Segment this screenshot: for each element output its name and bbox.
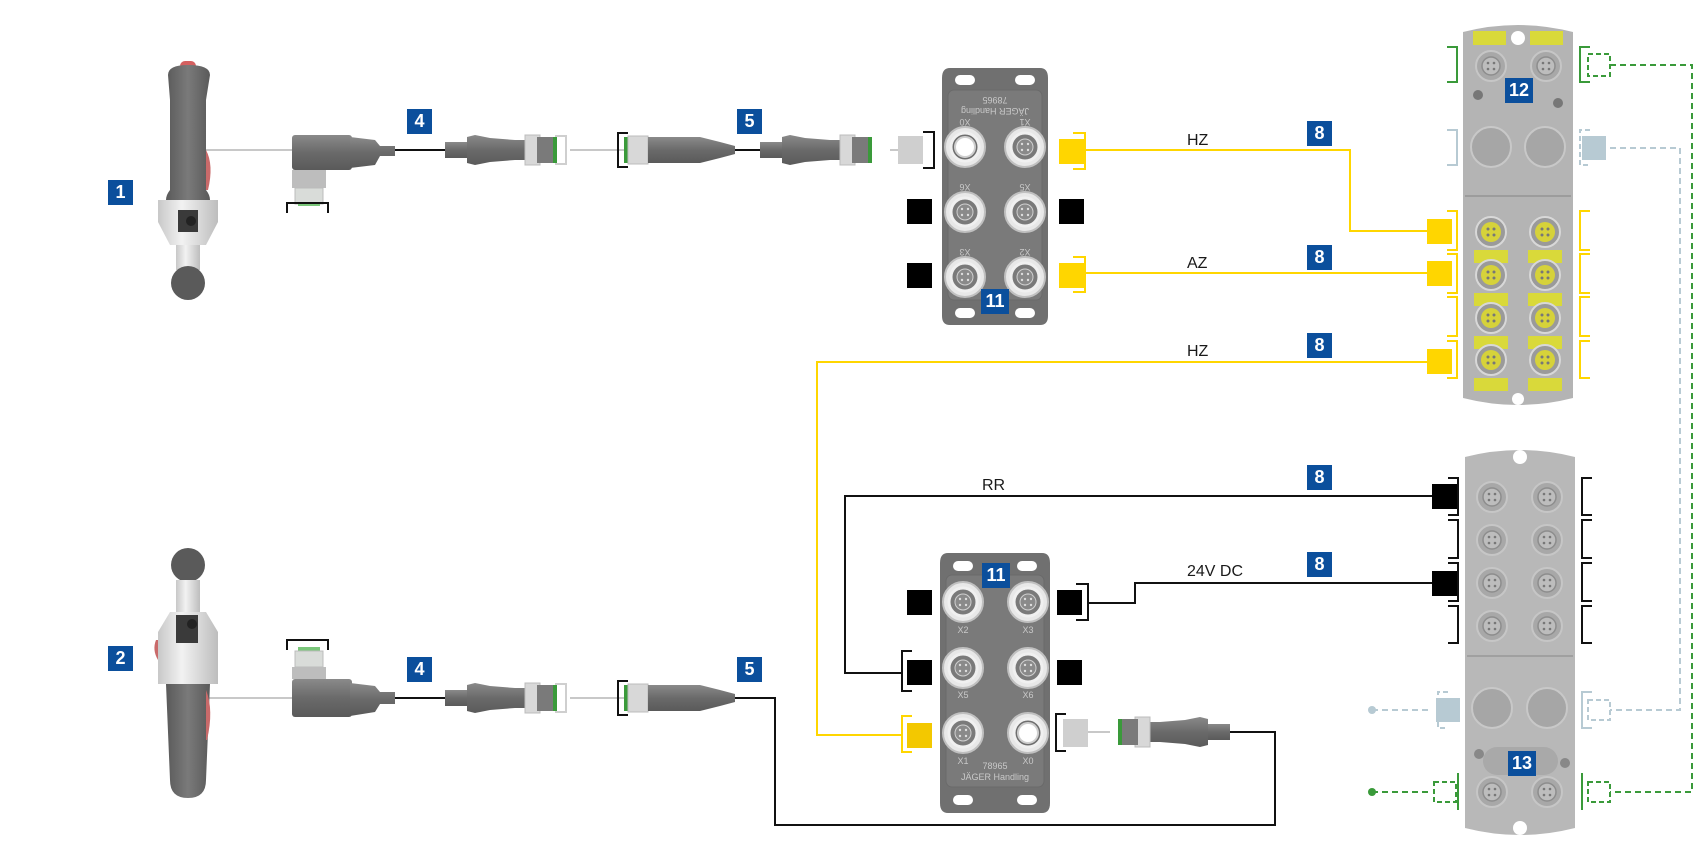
badge-cable-5-top: 5 bbox=[737, 109, 762, 134]
badge-module-13: 13 bbox=[1508, 751, 1536, 776]
badge-wire-rr: 8 bbox=[1307, 465, 1332, 490]
coupling-cable-bottom bbox=[617, 680, 735, 716]
terminal-top-x3 bbox=[907, 263, 932, 288]
port-x2 bbox=[1003, 255, 1047, 299]
wire-24v bbox=[1088, 582, 1438, 604]
wire-loop-bottom bbox=[740, 697, 1276, 826]
badge-box-11-top: 11 bbox=[981, 289, 1009, 314]
badge-cable-5-bottom: 5 bbox=[737, 657, 762, 682]
label-x0: X0 bbox=[1022, 756, 1033, 766]
wire-label-24v: 24V DC bbox=[1187, 563, 1244, 580]
yellow-wires bbox=[816, 149, 1432, 736]
label-x1: X1 bbox=[1019, 117, 1030, 127]
terminal-13-24v bbox=[1432, 571, 1457, 596]
terminal-bus-12 bbox=[1582, 136, 1606, 160]
angled-connector-top bbox=[286, 135, 395, 213]
m12-connector-top-b bbox=[759, 134, 873, 166]
terminal-top-x2 bbox=[1059, 263, 1084, 288]
m12-connector-bottom-a bbox=[444, 682, 558, 714]
m12-connector-top-a bbox=[444, 134, 558, 166]
terminal-bottom-x2 bbox=[907, 590, 932, 615]
black-wires bbox=[844, 495, 1438, 674]
label-x3: X3 bbox=[959, 247, 970, 257]
tool-1-screwdriver bbox=[158, 61, 218, 300]
port-x5 bbox=[941, 646, 985, 690]
box-top-part-no: 78965 bbox=[982, 95, 1007, 105]
module-13-brackets bbox=[1433, 477, 1611, 810]
port-x6 bbox=[943, 190, 987, 234]
port-x6 bbox=[1006, 646, 1050, 690]
terminal-bottom-x3 bbox=[1057, 590, 1082, 615]
terminal-bus-13 bbox=[1436, 698, 1460, 722]
box-bottom-part-no: 78965 bbox=[982, 761, 1007, 771]
port-x2 bbox=[941, 580, 985, 624]
wire-label-az: AZ bbox=[1187, 255, 1208, 272]
badge-wire-hz-1: 8 bbox=[1307, 121, 1332, 146]
terminal-bottom-x5 bbox=[907, 660, 932, 685]
wire-hz-1 bbox=[1083, 149, 1432, 232]
terminal-12-in1 bbox=[1427, 219, 1452, 244]
dashed-bus-lightblue bbox=[1372, 147, 1681, 711]
badge-tool-2: 2 bbox=[108, 646, 133, 671]
label-x3: X3 bbox=[1022, 625, 1033, 635]
badge-wire-az: 8 bbox=[1307, 245, 1332, 270]
port-x3 bbox=[943, 255, 987, 299]
badge-box-11-bottom: 11 bbox=[982, 563, 1010, 588]
wire-label-hz-2: HZ bbox=[1187, 343, 1209, 360]
box-top-brand: JÄGER Handling bbox=[961, 106, 1029, 116]
terminal-bottom-x6 bbox=[1057, 660, 1082, 685]
port-x5 bbox=[1003, 190, 1047, 234]
ground-end-dot bbox=[1368, 788, 1376, 796]
label-x5: X5 bbox=[957, 690, 968, 700]
box-bottom-brand: JÄGER Handling bbox=[961, 772, 1029, 782]
badge-tool-1: 1 bbox=[108, 180, 133, 205]
wire-hz-2 bbox=[816, 361, 1432, 736]
wire-label-rr: RR bbox=[982, 477, 1006, 494]
label-x6: X6 bbox=[959, 182, 970, 192]
coupling-cable-top bbox=[617, 132, 735, 168]
label-x2: X2 bbox=[1019, 247, 1030, 257]
port-x0 bbox=[943, 125, 987, 169]
terminal-12-in4 bbox=[1427, 349, 1452, 374]
port-x0 bbox=[1006, 711, 1050, 755]
dashed-bus-green bbox=[1372, 64, 1693, 793]
port-x1 bbox=[1003, 125, 1047, 169]
terminal-top-x5 bbox=[1059, 199, 1084, 224]
black-core-lines bbox=[187, 149, 1276, 826]
label-x5: X5 bbox=[1019, 182, 1030, 192]
module-12-brackets bbox=[1447, 46, 1611, 379]
wire-rr bbox=[844, 495, 1438, 674]
terminal-12-in2 bbox=[1427, 261, 1452, 286]
terminal-bottom-x0 bbox=[1063, 719, 1088, 747]
io-module-12 bbox=[1463, 25, 1573, 405]
tool-2-screwdriver bbox=[154, 548, 218, 798]
cable-lines bbox=[200, 149, 1110, 733]
terminal-top-x1 bbox=[1059, 139, 1084, 164]
badge-wire-hz-2: 8 bbox=[1307, 333, 1332, 358]
label-x0: X0 bbox=[959, 117, 970, 127]
label-x6: X6 bbox=[1022, 690, 1033, 700]
port-x3 bbox=[1006, 580, 1050, 624]
label-x2: X2 bbox=[957, 625, 968, 635]
io-module-13 bbox=[1465, 450, 1575, 835]
badge-cable-4-top: 4 bbox=[407, 109, 432, 134]
distribution-box-top: JÄGER Handling 78965 X0 X1 X6 X5 X3 X2 bbox=[942, 68, 1048, 325]
badge-module-12: 12 bbox=[1505, 78, 1533, 103]
terminal-top-x0 bbox=[898, 136, 923, 164]
port-x1 bbox=[941, 711, 985, 755]
angled-connector-bottom bbox=[286, 639, 395, 717]
label-x1: X1 bbox=[957, 756, 968, 766]
terminal-top-x6 bbox=[907, 199, 932, 224]
bus-end-dot bbox=[1368, 706, 1376, 714]
wire-label-hz-1: HZ bbox=[1187, 132, 1209, 149]
badge-cable-4-bottom: 4 bbox=[407, 657, 432, 682]
m12-connector-bottom-c bbox=[1117, 716, 1231, 748]
terminal-bottom-x1 bbox=[907, 723, 932, 748]
badge-wire-24v: 8 bbox=[1307, 552, 1332, 577]
distribution-box-bottom: X2 X3 X5 X6 X1 X0 78965 JÄGER Handling bbox=[940, 553, 1050, 813]
terminal-13-rr bbox=[1432, 484, 1457, 509]
